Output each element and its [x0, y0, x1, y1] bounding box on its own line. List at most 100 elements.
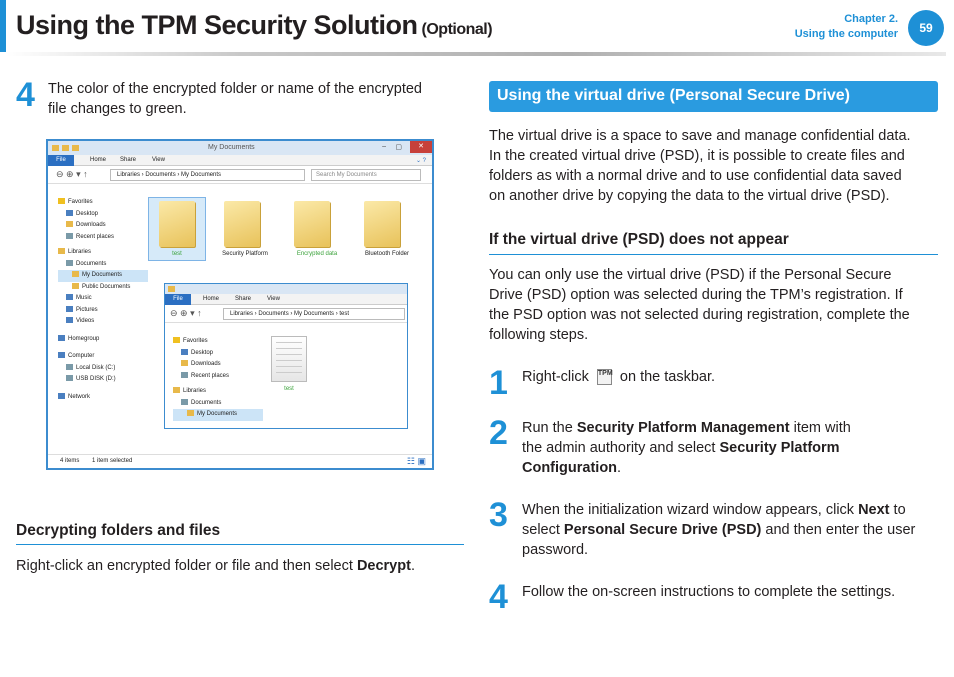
recent-icon [181, 371, 188, 378]
folder-label-test: test [172, 251, 182, 257]
folder-icon [72, 271, 79, 278]
libraries-icon [58, 248, 65, 255]
ribbon-tab-home: Home [90, 157, 107, 163]
sub-text-line: following steps. [489, 327, 589, 343]
recent-icon [66, 232, 73, 239]
decrypt-heading-rule [16, 544, 464, 545]
file-label-test: test [284, 386, 294, 392]
folder-icon [224, 201, 260, 247]
folder-icon [72, 282, 79, 289]
step-3-text: When the initialization wizard window ap… [522, 502, 916, 558]
nav-item: Homegroup [58, 334, 148, 346]
ribbon-tab-share: Share [120, 157, 137, 163]
chapter-label: Chapter 2. Using the computer [795, 12, 898, 42]
nav-item: Public Documents [58, 282, 148, 294]
section-title-bar: Using the virtual drive (Personal Secure… [489, 81, 938, 112]
document-icon [271, 336, 307, 382]
chapter-number: Chapter 2. [844, 13, 898, 25]
nav-item: Favorites [58, 197, 148, 209]
left-step-number: 4 [16, 76, 35, 114]
folder-icon [168, 286, 175, 292]
ribbon-tab-file: File [165, 294, 191, 305]
nav-item: Recent places [173, 371, 263, 383]
nav-item: Local Disk (C:) [58, 363, 148, 375]
explorer-title: My Documents [208, 144, 255, 151]
disk-icon [66, 363, 73, 370]
nav-item: Libraries [173, 386, 263, 398]
explorer-screenshot: My Documents – ▢ ✕ File Home Share View … [46, 139, 434, 470]
maximize-icon: ▢ [395, 144, 402, 151]
star-icon [58, 198, 65, 205]
folder-icon [159, 201, 195, 247]
desktop-icon [66, 209, 73, 216]
folder-icon [62, 145, 69, 151]
inner-address-row: ⊖ ⊕ ▾ ↑ Libraries › Documents › My Docum… [165, 305, 407, 323]
header-rule [6, 52, 946, 56]
intro-line: In the created virtual drive (PSD), it i… [489, 148, 905, 164]
left-step-text: The color of the encrypted folder or nam… [48, 79, 468, 119]
nav-item: Documents [58, 259, 148, 271]
left-step-line: The color of the encrypted folder or nam… [48, 81, 422, 97]
desktop-icon [181, 348, 188, 355]
inner-ribbon: File Home Share View [165, 294, 407, 305]
decrypt-heading: Decrypting folders and files [16, 522, 221, 539]
folder-label-bluetooth: Bluetooth Folder [364, 251, 410, 257]
intro-line: folders as with a normal drive and to us… [489, 168, 902, 184]
step-number: 4 [489, 578, 508, 616]
nav-item: USB DISK (D:) [58, 374, 148, 386]
psd-sub-heading: If the virtual drive (PSD) does not appe… [489, 231, 789, 248]
folder-icon [72, 145, 79, 151]
minimize-icon: – [382, 143, 386, 150]
star-icon [173, 337, 180, 344]
status-item-count: 4 items [60, 458, 80, 464]
help-icon: ⌄ ? [415, 158, 426, 164]
explorer-status-bar: 4 items 1 item selected ☷ ▣ [48, 454, 432, 468]
chapter-name: Using the computer [794, 28, 898, 40]
videos-icon [66, 317, 73, 324]
nav-item: My Documents [173, 409, 263, 421]
nav-item: Pictures [58, 305, 148, 317]
nav-item: Downloads [58, 220, 148, 232]
nav-item: Desktop [58, 209, 148, 221]
documents-icon [66, 259, 73, 266]
back-forward-icon: ⊖ ⊕ ▾ ↑ [56, 169, 88, 179]
inner-nav-pane: Favorites Desktop Downloads Recent place… [173, 336, 263, 421]
downloads-icon [66, 221, 73, 228]
ribbon-tab-share: Share [235, 296, 252, 302]
folder-icon [364, 201, 400, 247]
ribbon-tab-view: View [152, 157, 165, 163]
usb-icon [66, 375, 73, 382]
nav-item: Music [58, 293, 148, 305]
nav-item: Desktop [173, 348, 263, 360]
step-2-text: Run the Security Platform Management ite… [522, 420, 851, 476]
page-number-badge: 59 [908, 10, 944, 46]
left-step-line: file changes to green. [48, 101, 187, 117]
inner-address-bar: Libraries › Documents › My Documents › t… [223, 308, 405, 320]
intro-line: on another drive by copying the data to … [489, 188, 890, 204]
documents-icon [181, 398, 188, 405]
explorer-ribbon: File Home Share View ⌄ ? [48, 155, 432, 166]
sub-text-line: You can only use the virtual drive (PSD)… [489, 267, 892, 283]
search-box: Search My Documents [311, 169, 421, 181]
pictures-icon [66, 305, 73, 312]
back-forward-icon: ⊖ ⊕ ▾ ↑ [170, 308, 202, 318]
sub-text-line: the PSD option was not selected during r… [489, 307, 910, 323]
status-selected: 1 item selected [92, 458, 133, 464]
ribbon-tab-file: File [48, 155, 74, 166]
computer-icon [58, 352, 65, 359]
ribbon-tab-view: View [267, 296, 280, 302]
folder-icon [294, 201, 330, 247]
virtual-drive-intro: The virtual drive is a space to save and… [489, 126, 944, 206]
view-toggle-icon: ☷ ▣ [406, 456, 426, 466]
folder-icon [187, 410, 194, 417]
explorer-address-row: ⊖ ⊕ ▾ ↑ Libraries › Documents › My Docum… [48, 166, 432, 184]
page-title-suffix: (Optional) [421, 21, 493, 38]
nav-item: Favorites [173, 336, 263, 348]
nav-item: Libraries [58, 247, 148, 259]
address-bar: Libraries › Documents › My Documents [110, 169, 305, 181]
page-title: Using the TPM Security Solution(Optional… [16, 10, 493, 40]
nav-item: Downloads [173, 359, 263, 371]
header-accent-bar [0, 0, 6, 52]
step-1-text: Right-click TPM on the taskbar. [522, 369, 716, 386]
music-icon [66, 294, 73, 301]
